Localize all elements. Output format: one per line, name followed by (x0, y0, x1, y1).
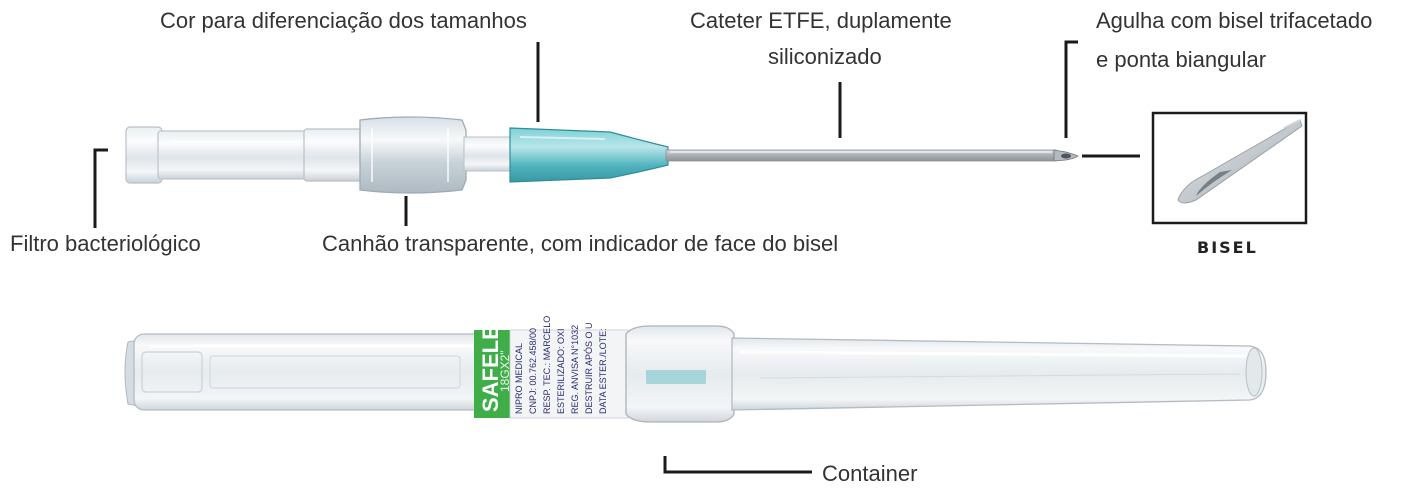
iv-catheter (125, 116, 1079, 194)
brand-text: SAFELET (478, 311, 503, 412)
label-needle-line2: e ponta biangular (1096, 47, 1267, 72)
label-needle-line1: Agulha com bisel trifacetado (1096, 8, 1373, 33)
container-label-green (474, 330, 510, 418)
label-bisel: BISEL (1197, 238, 1258, 257)
container-label-print (509, 329, 629, 419)
print-line: DESTRUIR APÓS O U (584, 322, 594, 414)
label-color-sizes: Cor para diferenciação dos tamanhos (160, 8, 527, 33)
container-device (124, 325, 1267, 423)
label-catheter-line1: Cateter ETFE, duplamente (690, 8, 952, 33)
print-line: CNPJ: 00.762.458/00 (528, 328, 538, 414)
print-lines: NIPRO MEDICAL CNPJ: 00.762.458/00 RESP. TE… (514, 316, 608, 414)
bevel-inset (1151, 111, 1308, 225)
connector (303, 128, 365, 182)
label-container: Container (822, 461, 918, 486)
print-line: REG. ANVISA N°1032 (570, 325, 580, 414)
label-hub: Canhão transparente, com indicador de fa… (322, 231, 839, 256)
print-line: RESP. TEC.: MARCELO (542, 316, 552, 414)
teal-catheter-hub (509, 127, 669, 183)
leader-lines-top (93, 40, 1140, 228)
leader-line-container (663, 456, 812, 474)
print-line: ESTERILIZADO: OXI (556, 328, 566, 414)
transparent-hub (359, 116, 467, 194)
hub-neck (463, 136, 513, 172)
print-line: DATA ESTER./LOTE: (598, 328, 608, 414)
label-filter: Filtro bacteriológico (10, 231, 201, 256)
label-catheter-line2: siliconizado (768, 44, 882, 69)
filter-cap (125, 126, 163, 184)
flashback-chamber (157, 130, 307, 180)
container-label-text: SAFELET 18GX2" NIPRO MEDICAL CNPJ: 00.762… (478, 311, 608, 414)
print-line: NIPRO MEDICAL (514, 343, 524, 414)
size-text: 18GX2" (498, 350, 512, 392)
